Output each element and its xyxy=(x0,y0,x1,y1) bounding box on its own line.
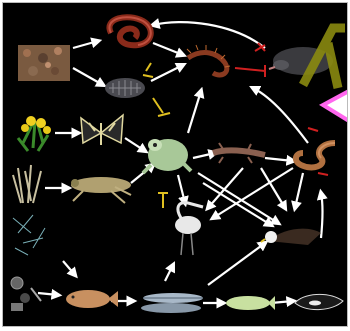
highlight-pink-shape xyxy=(323,91,348,121)
mackerel-icon xyxy=(226,296,275,310)
inhibit-frog-woodlouse xyxy=(153,98,163,113)
orca-icon xyxy=(295,294,343,309)
egret-icon xyxy=(175,203,203,255)
inhibit-snake-frog xyxy=(308,128,318,131)
arrow-orca-eagle xyxy=(321,193,323,238)
butterfly-icon xyxy=(81,115,123,145)
eagle-icon xyxy=(261,229,321,245)
arrow-litter-earthworm xyxy=(73,41,98,48)
arrow-litter-woodlouse xyxy=(73,68,103,85)
arrow-mole-earthworm xyxy=(153,22,265,48)
earthworm-icon xyxy=(109,17,150,45)
arrow-snake-eagle xyxy=(295,173,303,208)
plankton-icon xyxy=(13,215,45,255)
arrow-frog-centipede xyxy=(188,91,201,133)
arrow-earthworm-centipede xyxy=(153,43,183,55)
arrow-woodlouse-centipede xyxy=(151,65,183,81)
arrow-sardines-egret xyxy=(165,265,173,281)
carp-icon xyxy=(66,290,118,308)
snake-icon xyxy=(296,143,335,167)
arrow-frog-egret xyxy=(178,175,185,203)
grasshopper-icon xyxy=(71,177,131,203)
food-web-diagram xyxy=(2,2,348,327)
food-web-canvas xyxy=(3,3,348,327)
dandelion-icon xyxy=(18,116,51,151)
arrow-newt-snake xyxy=(265,158,293,161)
newt-icon xyxy=(213,143,265,163)
grass-icon xyxy=(13,165,41,203)
inhibit-centipede-woodlouse xyxy=(146,63,151,71)
arrow-sardines-eagle xyxy=(208,243,265,285)
arrow-plankton-carp xyxy=(63,261,75,275)
arrow-frog-newt xyxy=(193,153,215,158)
woodlouse-icon xyxy=(105,78,145,98)
leaf-litter-icon xyxy=(18,45,70,81)
arrow-frog-eagle xyxy=(198,173,278,223)
inhibit-snake-eagle xyxy=(318,173,328,175)
sardines-icon xyxy=(141,293,203,313)
inhibit-mole-centipede xyxy=(235,68,265,71)
arrow-butterfly-frog xyxy=(125,138,145,151)
arrow-snake-mole xyxy=(253,88,308,143)
arrow-snake-egret xyxy=(213,168,293,218)
centipede-icon xyxy=(187,45,230,75)
inhibit-bar-2 xyxy=(158,113,170,116)
tree-frog-icon xyxy=(143,139,191,173)
detritus-icon xyxy=(11,277,41,311)
arrow-detritus-carp xyxy=(38,293,58,295)
inhibit-bar-1 xyxy=(143,75,153,77)
